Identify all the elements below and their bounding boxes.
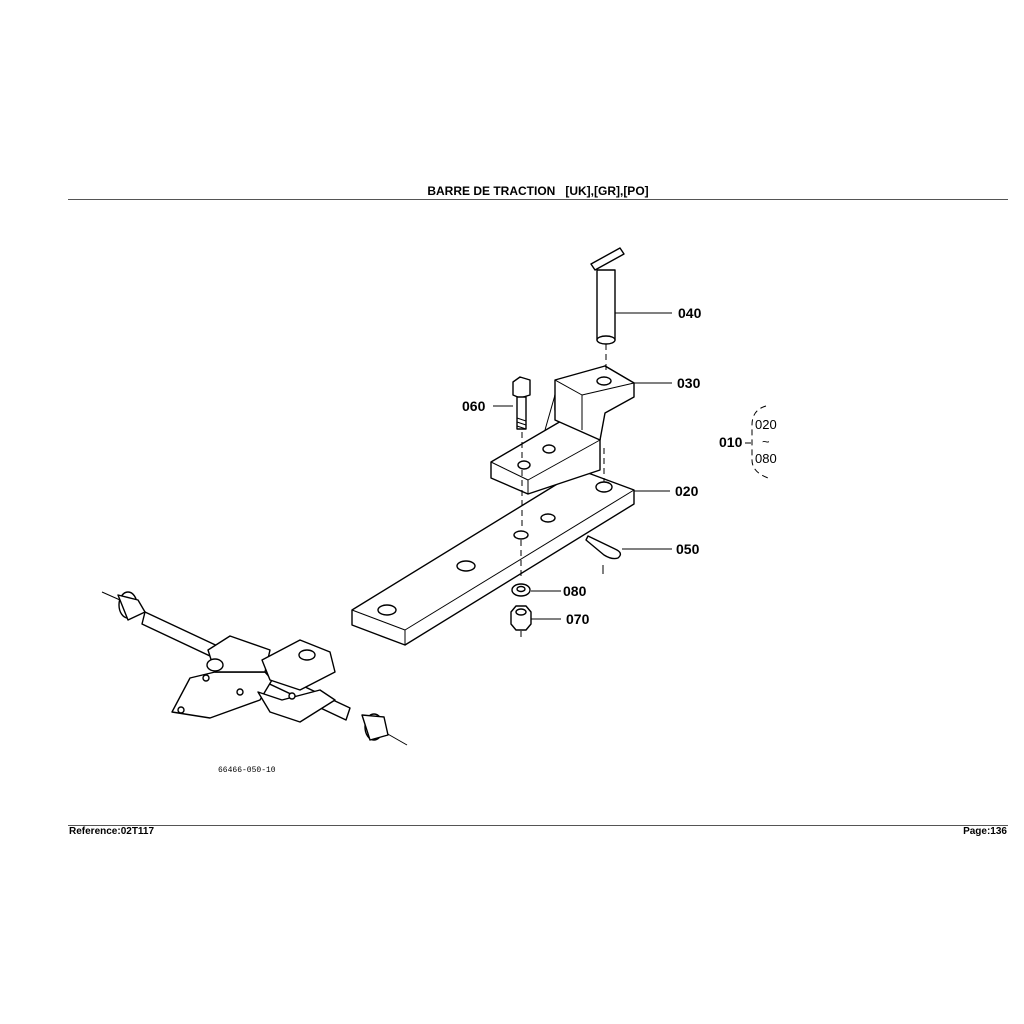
header-divider — [68, 199, 1008, 200]
cotter-pin-part — [585, 535, 622, 574]
page-title: BARRE DE TRACTION [UK],[GR],[PO] — [427, 184, 649, 198]
callout-080: 080 — [563, 583, 587, 599]
group-range-separator: ~ — [762, 434, 770, 449]
callout-030: 030 — [677, 375, 701, 391]
reference-label: Reference:02T117 — [69, 826, 155, 837]
callout-010: 010 — [719, 434, 743, 450]
drawbar-part — [351, 469, 635, 646]
pin-part — [590, 247, 625, 372]
callout-070: 070 — [566, 611, 590, 627]
callout-020: 020 — [675, 483, 699, 499]
callout-060: 060 — [462, 398, 486, 414]
group-range-start: 020 — [755, 417, 777, 432]
group-range-end: 080 — [755, 451, 777, 466]
hitch-assembly — [101, 591, 408, 746]
washer-part — [511, 583, 531, 597]
callout-040: 040 — [678, 305, 702, 321]
bolt-part — [512, 376, 531, 530]
callout-050: 050 — [676, 541, 700, 557]
assembly-group-010: 010 020 ~ 080 — [719, 405, 777, 479]
drawing-number: 66466-050-10 — [218, 766, 276, 775]
page-number: Page:136 — [963, 826, 1007, 837]
footer-divider — [68, 825, 1008, 826]
nut-part — [510, 605, 532, 637]
clevis-bracket-part — [490, 365, 635, 495]
